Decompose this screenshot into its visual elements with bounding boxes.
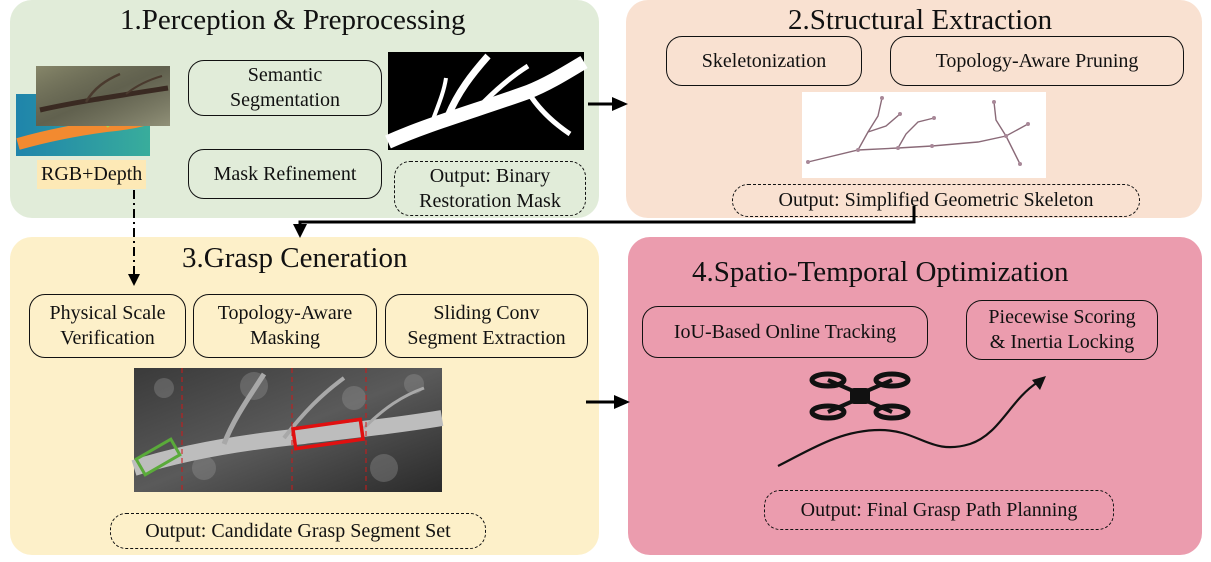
grasp-segment-photo-icon <box>131 368 444 492</box>
candidate-output-box: Output: Candidate Grasp Segment Set <box>110 513 486 549</box>
binary-output-line-2: Restoration Mask <box>419 189 561 212</box>
sliding-line-1: Sliding Conv <box>433 302 540 324</box>
arrow-p3-p4-head <box>614 395 630 409</box>
panel-grasp-title: 3.Grasp Ceneration <box>182 242 408 274</box>
semantic-segmentation-box: Semantic Segmentation <box>188 60 382 116</box>
mask-refinement-box: Mask Refinement <box>188 149 382 199</box>
branch-photo-icon <box>16 66 170 156</box>
sliding-conv-box: Sliding Conv Segment Extraction <box>385 294 588 358</box>
rgb-depth-label: RGB+Depth <box>37 160 147 189</box>
panel-structural-title: 2.Structural Extraction <box>788 4 1053 36</box>
arrow-p2-p3-head <box>293 224 307 238</box>
binary-output-line-1: Output: Binary <box>429 164 551 187</box>
masking-line-1: Topology-Aware <box>217 302 353 324</box>
semantic-line-1: Semantic <box>247 64 323 86</box>
candidate-output-label: Output: Candidate Grasp Segment Set <box>145 519 451 542</box>
scale-line-1: Physical Scale <box>49 302 166 324</box>
grasp-path-curve <box>777 376 1046 467</box>
scale-line-2: Verification <box>60 327 155 349</box>
masking-line-2: Masking <box>249 327 320 349</box>
skeletonization-label: Skeletonization <box>701 49 827 72</box>
skeleton-graph-icon <box>802 92 1046 178</box>
iou-tracking-box: IoU-Based Online Tracking <box>642 306 928 358</box>
topology-masking-box: Topology-Aware Masking <box>193 294 377 358</box>
drone-icon <box>809 371 911 421</box>
binary-mask-icon <box>385 52 588 150</box>
piecewise-scoring-box: Piecewise Scoring & Inertia Locking <box>966 300 1158 360</box>
panel-optimization-title: 4.Spatio-Temporal Optimization <box>692 256 1069 288</box>
panel-perception-title: 1.Perception & Preprocessing <box>120 4 466 36</box>
topology-pruning-box: Topology-Aware Pruning <box>890 36 1184 86</box>
physical-scale-box: Physical Scale Verification <box>29 294 186 358</box>
final-path-output-label: Output: Final Grasp Path Planning <box>800 498 1078 521</box>
sliding-line-2: Segment Extraction <box>407 327 566 349</box>
scoring-line-1: Piecewise Scoring <box>988 306 1136 328</box>
arrow-p1-p2-head <box>612 97 628 111</box>
skeleton-output-box: Output: Simplified Geometric Skeleton <box>732 184 1140 217</box>
binary-mask-output-box: Output: Binary Restoration Mask <box>394 161 586 216</box>
semantic-line-2: Segmentation <box>230 89 340 111</box>
mask-refinement-label: Mask Refinement <box>213 162 357 185</box>
scoring-line-2: & Inertia Locking <box>989 331 1135 353</box>
arrow-depth-p3-head <box>128 274 140 286</box>
iou-tracking-label: IoU-Based Online Tracking <box>673 320 897 343</box>
topology-pruning-label: Topology-Aware Pruning <box>935 49 1139 72</box>
skeleton-output-label: Output: Simplified Geometric Skeleton <box>778 189 1094 211</box>
skeletonization-box: Skeletonization <box>666 36 862 86</box>
final-path-output-box: Output: Final Grasp Path Planning <box>764 490 1114 530</box>
arrow-p2-p3 <box>298 206 916 228</box>
